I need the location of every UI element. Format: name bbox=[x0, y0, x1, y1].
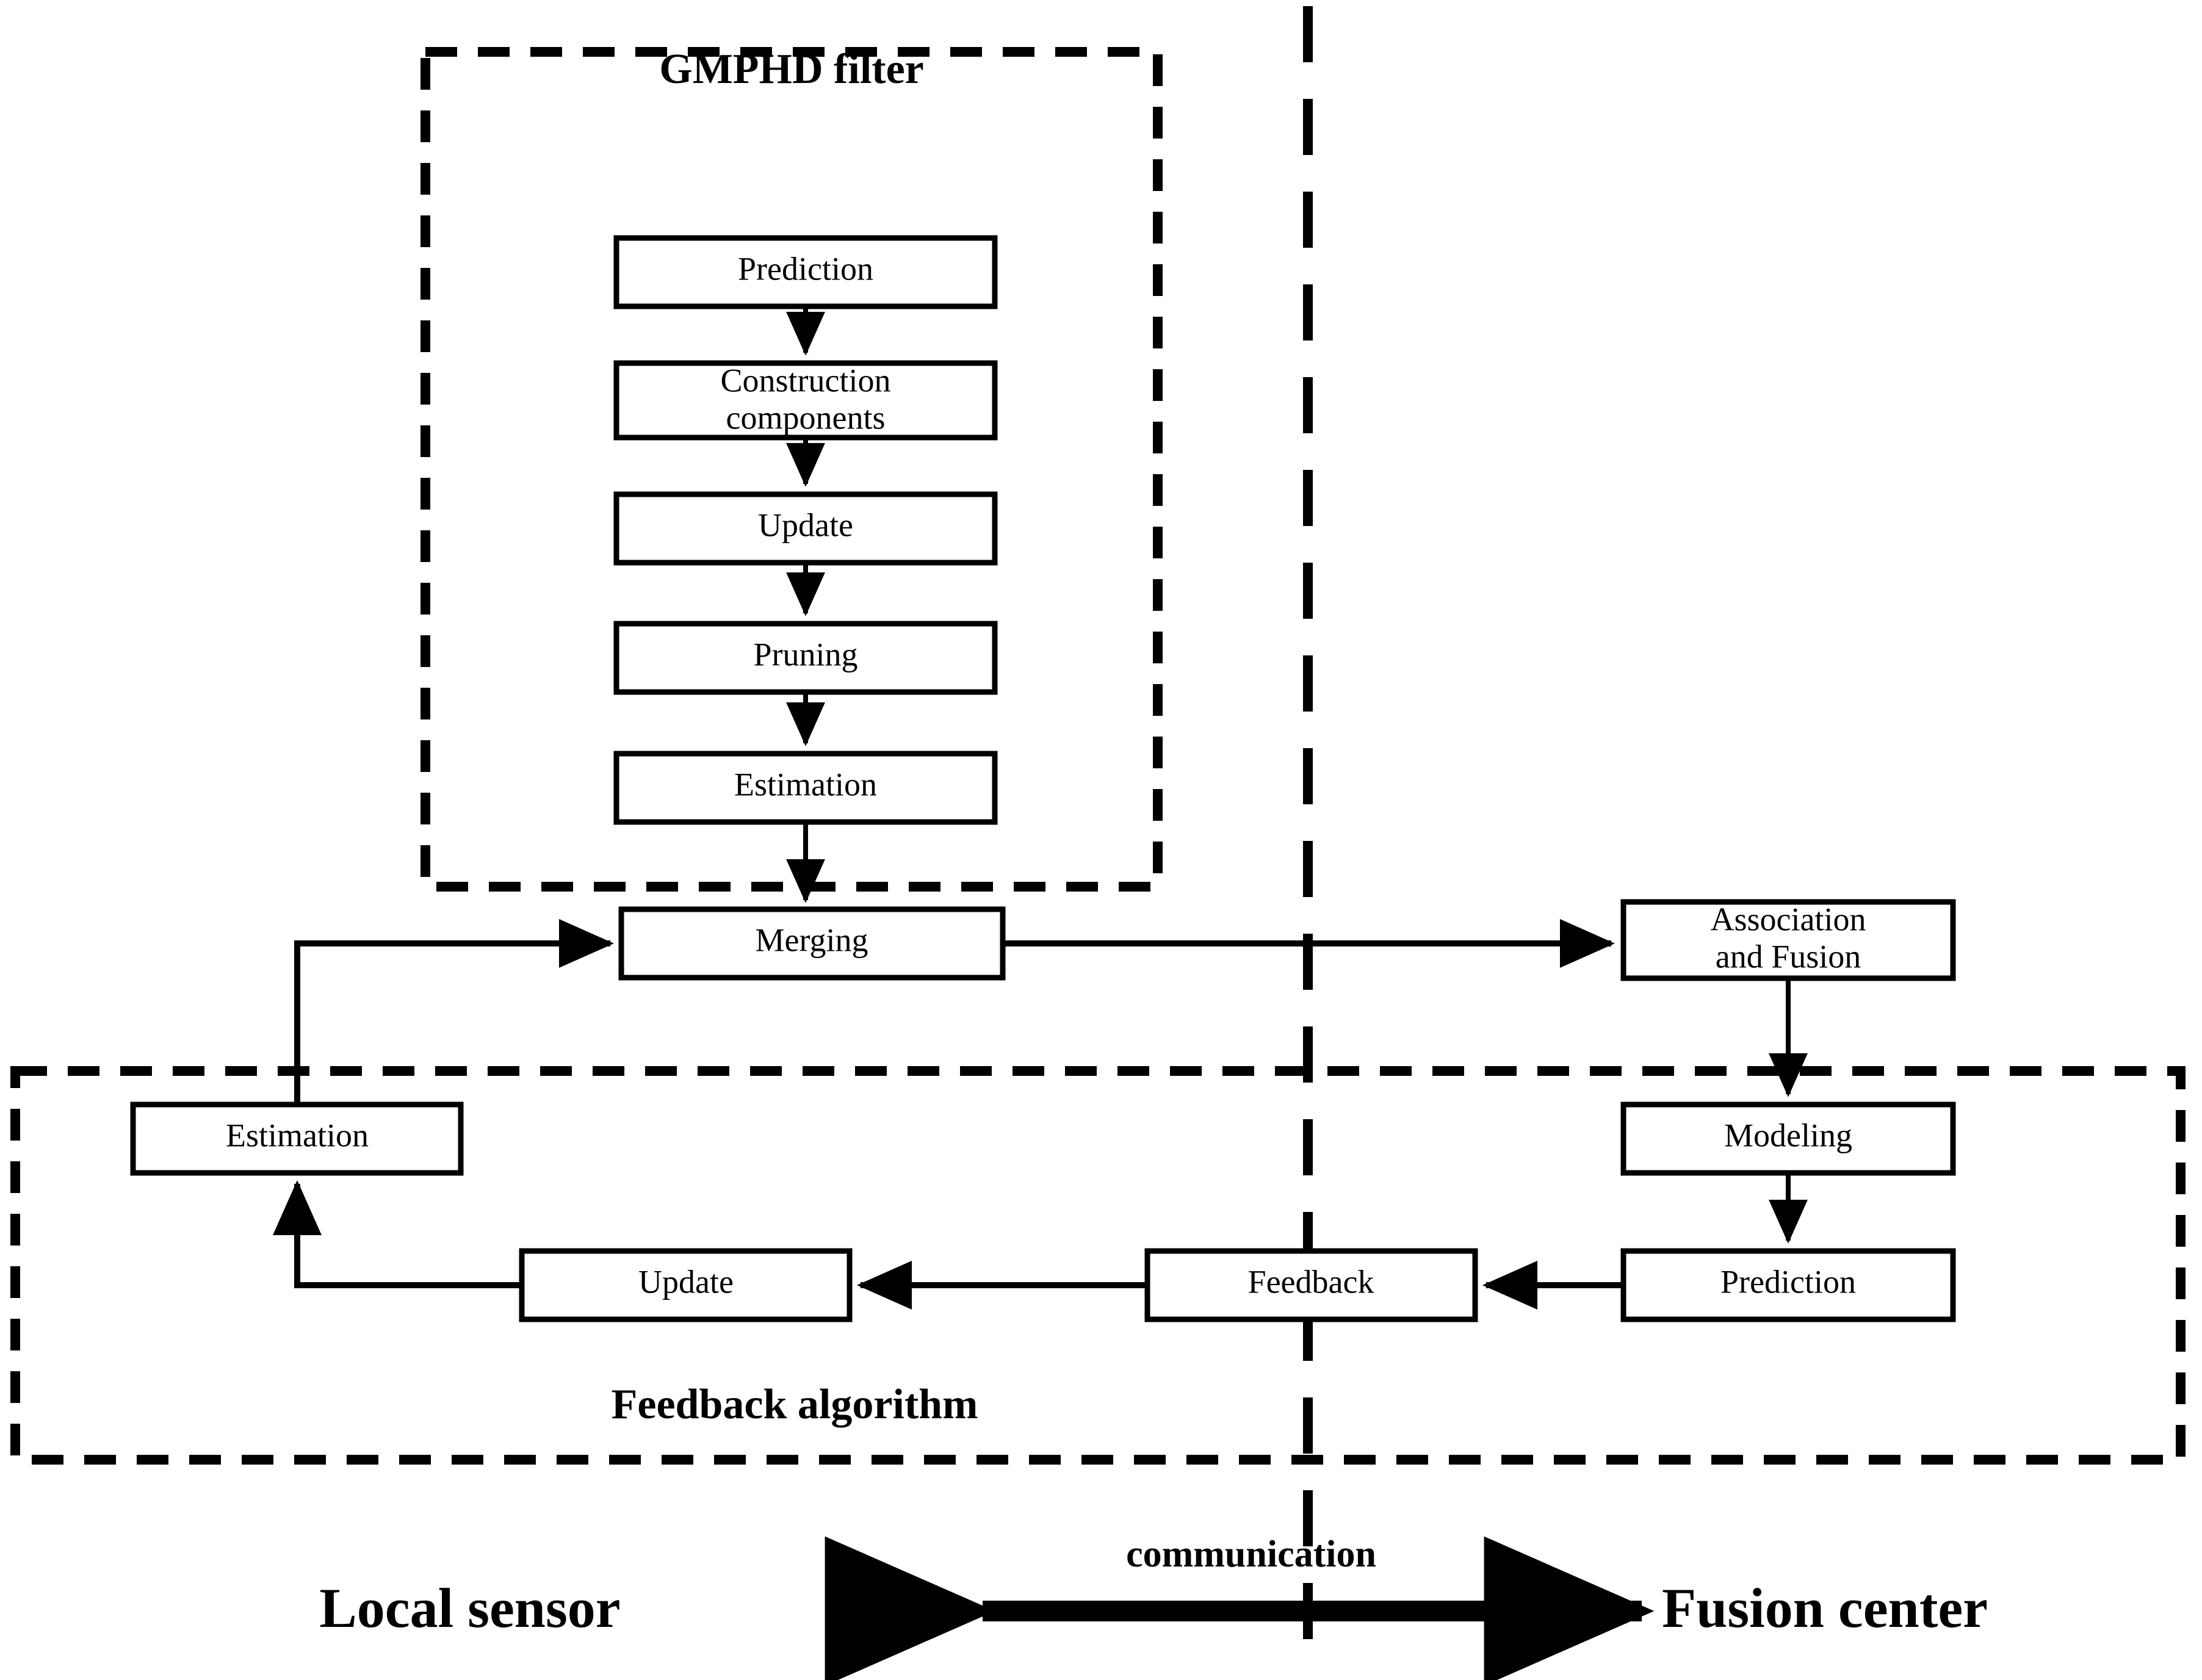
label-modeling: Modeling bbox=[1724, 1117, 1852, 1153]
label-feedback: Feedback bbox=[1248, 1263, 1374, 1300]
node-feedback[interactable] bbox=[1144, 1248, 1478, 1322]
path-estimation-bottom-to-merging bbox=[294, 919, 615, 1105]
label-construction-components-line2: components bbox=[726, 399, 886, 436]
label-update-bottom: Update bbox=[638, 1263, 734, 1300]
feedback-algorithm-title: Feedback algorithm bbox=[612, 1381, 978, 1428]
node-construction-components[interactable] bbox=[613, 360, 998, 441]
label-association-and-fusion-line1: Association bbox=[1711, 901, 1866, 937]
label-merging: Merging bbox=[756, 921, 868, 958]
label-estimation-top: Estimation bbox=[734, 766, 877, 802]
feedback-algorithm-group-outline bbox=[10, 1066, 2186, 1465]
label-construction-components-line1: Construction bbox=[721, 362, 891, 398]
label-update-top: Update bbox=[758, 507, 853, 543]
local-sensor-label: Local sensor bbox=[319, 1577, 620, 1639]
node-estimation-bottom[interactable] bbox=[130, 1101, 464, 1176]
label-prediction-right: Prediction bbox=[1720, 1263, 1856, 1300]
label-prediction-top: Prediction bbox=[738, 250, 873, 287]
label-pruning: Pruning bbox=[753, 636, 857, 672]
communication-label: communication bbox=[1126, 1534, 1376, 1575]
label-estimation-bottom: Estimation bbox=[226, 1117, 369, 1153]
arrow-update-bottom-to-estimation-bottom bbox=[273, 1180, 522, 1288]
fusion-center-label: Fusion center bbox=[1662, 1577, 1988, 1639]
node-prediction-right[interactable] bbox=[1620, 1248, 1956, 1322]
node-update-top[interactable] bbox=[613, 491, 998, 566]
gmphd-filter-title: GMPHD filter bbox=[659, 46, 923, 93]
label-association-and-fusion-line2: and Fusion bbox=[1716, 938, 1861, 975]
node-update-bottom[interactable] bbox=[519, 1248, 853, 1322]
